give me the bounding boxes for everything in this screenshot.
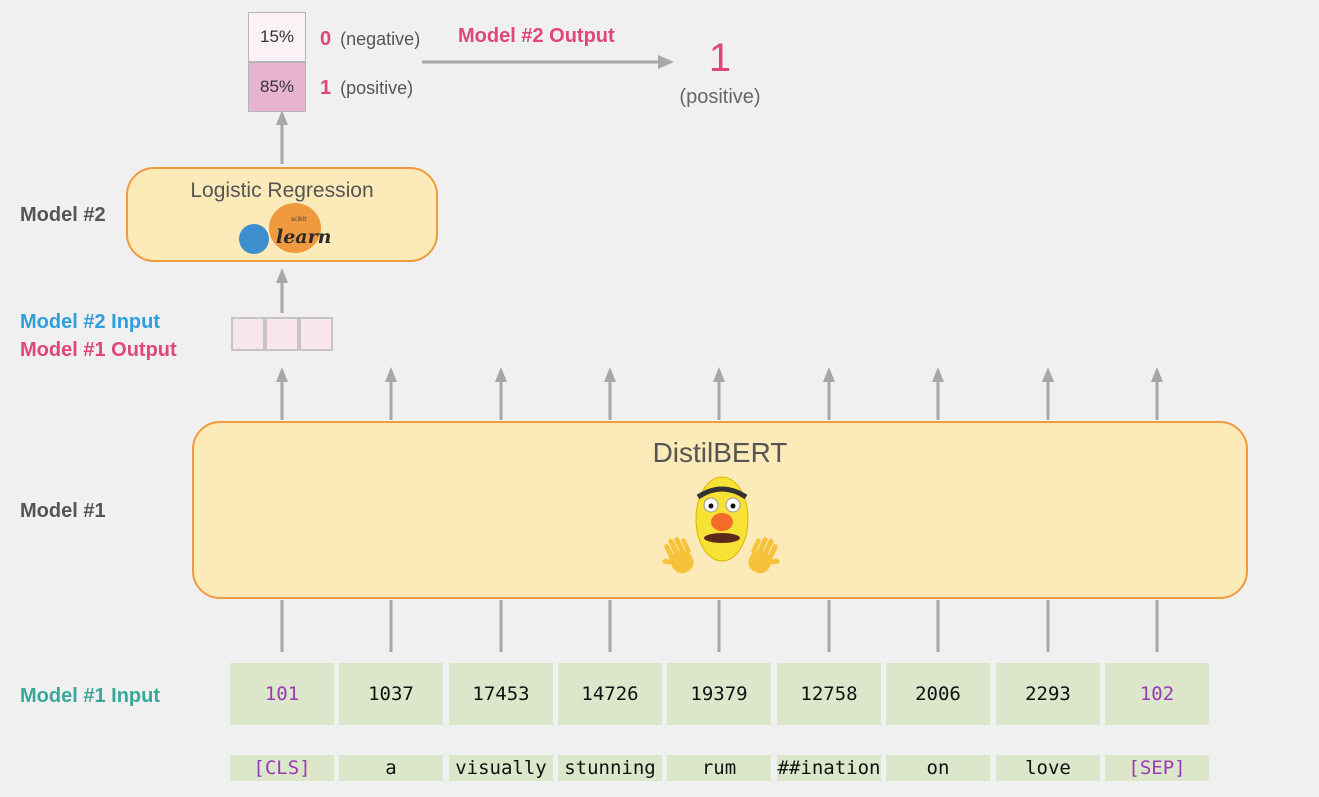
vector-to-model2-arrowhead — [276, 268, 288, 283]
class-positive-id: 1 — [320, 77, 332, 99]
class-positive-row: 1 (positive) — [320, 77, 413, 100]
embedding-vector-cell — [265, 317, 299, 351]
waving-hand-icon — [662, 537, 694, 574]
distilbert-box: DistilBERT — [192, 421, 1248, 599]
distilbert-output-arrowhead — [385, 367, 397, 382]
token-word-cell: love — [996, 755, 1100, 781]
token-word-cell: [CLS] — [230, 755, 334, 781]
probs-to-output-arrowhead — [658, 55, 674, 69]
distilbert-output-arrowhead — [276, 367, 288, 382]
model1-output-label: Model #1 Output — [20, 339, 177, 361]
distilbert-output-arrowhead — [495, 367, 507, 382]
distilbert-output-arrowhead — [604, 367, 616, 382]
logo-small-text: scikit — [291, 216, 307, 223]
token-id-cell: 19379 — [667, 663, 771, 725]
embedding-vector-cell — [231, 317, 265, 351]
class-negative-row: 0 (negative) — [320, 28, 420, 51]
class-negative-label: (negative) — [340, 29, 421, 49]
model2-side-label: Model #2 — [20, 204, 106, 226]
token-id-cell: 12758 — [777, 663, 881, 725]
class-positive-label: (positive) — [340, 78, 414, 98]
model2-output-label: Model #2 Output — [458, 25, 615, 47]
token-word-cell: visually — [449, 755, 553, 781]
waving-hand-icon — [748, 537, 780, 574]
token-word-cell: on — [886, 755, 990, 781]
logistic-regression-box: Logistic Regression scikit learn — [126, 167, 438, 262]
token-id-cell: 14726 — [558, 663, 662, 725]
token-id-cell: 2293 — [996, 663, 1100, 725]
token-word-cell: a — [339, 755, 443, 781]
distilbert-output-arrowhead — [932, 367, 944, 382]
token-word-cell: [SEP] — [1105, 755, 1209, 781]
token-word-cell: stunning — [558, 755, 662, 781]
model2-input-label: Model #2 Input — [20, 311, 160, 333]
token-id-cell: 1037 — [339, 663, 443, 725]
distilbert-output-arrowhead — [823, 367, 835, 382]
model1-input-label: Model #1 Input — [20, 685, 160, 707]
token-word-cell: rum — [667, 755, 771, 781]
class-negative-id: 0 — [320, 28, 332, 50]
positive-probability-cell: 85% — [248, 62, 306, 112]
scikit-learn-logo-icon: scikit learn — [239, 203, 331, 254]
distilbert-title: DistilBERT — [652, 437, 788, 468]
logo-word-text: learn — [276, 226, 331, 248]
token-id-cell: 2006 — [886, 663, 990, 725]
logistic-regression-title: Logistic Regression — [190, 179, 374, 202]
token-id-cell: 17453 — [449, 663, 553, 725]
model1-side-label: Model #1 — [20, 500, 106, 522]
embedding-vector-cell — [299, 317, 333, 351]
token-word-cell: ##ination — [777, 755, 881, 781]
output-value: 1 — [708, 36, 732, 80]
output-label: (positive) — [679, 86, 761, 108]
token-id-cell: 101 — [230, 663, 334, 725]
model2-to-probs-arrowhead — [276, 110, 288, 125]
distilbert-output-arrowhead — [1042, 367, 1054, 382]
bert-muppet-icon — [695, 476, 749, 562]
token-id-cell: 102 — [1105, 663, 1209, 725]
negative-probability-cell: 15% — [248, 12, 306, 62]
distilbert-output-arrowhead — [1151, 367, 1163, 382]
distilbert-output-arrowhead — [713, 367, 725, 382]
